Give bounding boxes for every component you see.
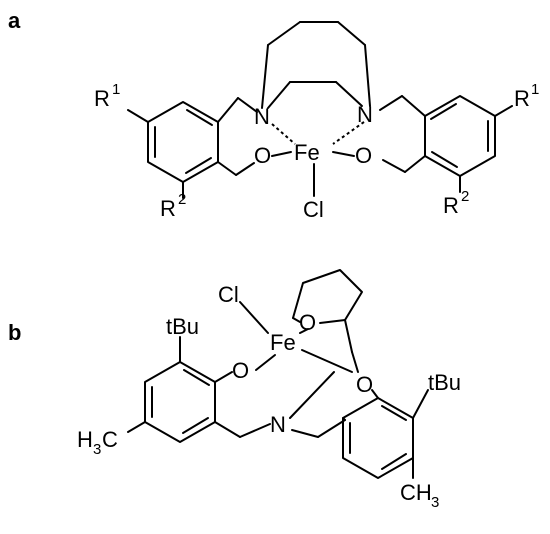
panel-b-o-thf: O (299, 310, 316, 335)
panel-a-r2-right-superscript: 2 (461, 188, 469, 205)
panel-a-r2-right: R (443, 193, 459, 218)
panel-b: b (8, 269, 461, 511)
panel-b-tbu-right: tBu (428, 370, 461, 395)
panel-b-left-ring (127, 336, 271, 443)
panel-a-r1-right-superscript: 1 (531, 81, 539, 98)
panel-a-diazacycle (261, 21, 371, 109)
panel-a-r1-left: R (94, 86, 110, 111)
panel-b-methyl-right-subscript: 3 (431, 494, 439, 511)
panel-a-label: a (8, 8, 21, 33)
panel-a-n-left: N (254, 104, 270, 129)
panel-a-cl: Cl (303, 197, 324, 222)
panel-b-methyl-left-h: H (77, 427, 93, 452)
panel-a-r2-left-superscript: 2 (178, 191, 186, 208)
panel-b-label: b (8, 320, 21, 345)
panel-b-fe: Fe (270, 330, 296, 355)
panel-b-thf-ring (292, 269, 363, 353)
panel-a-n-right: N (357, 102, 373, 127)
panel-b-tbu-left: tBu (166, 314, 199, 339)
panel-a-o-left: O (254, 143, 271, 168)
panel-a: a (8, 8, 539, 222)
panel-b-o-right: O (356, 372, 373, 397)
panel-a-r2-left: R (160, 196, 176, 221)
panel-a-r1-right: R (514, 86, 530, 111)
panel-b-o-left: O (232, 358, 249, 383)
panel-b-fe-bonds (239, 301, 359, 373)
panel-a-left-ring (127, 97, 258, 199)
panel-b-methyl-left-c: C (102, 427, 118, 452)
panel-b-methyl-left-subscript: 3 (93, 441, 101, 458)
panel-a-right-ring (379, 95, 513, 193)
panel-a-coordination (271, 121, 365, 197)
panel-a-fe: Fe (294, 140, 320, 165)
panel-b-n: N (270, 412, 286, 437)
panel-b-cl: Cl (218, 282, 239, 307)
panel-b-methyl-right: CH (400, 480, 432, 505)
panel-a-r1-left-superscript: 1 (112, 81, 120, 98)
panel-b-right-ring (342, 389, 429, 479)
panel-b-amine (289, 371, 346, 438)
panel-a-o-right: O (355, 143, 372, 168)
